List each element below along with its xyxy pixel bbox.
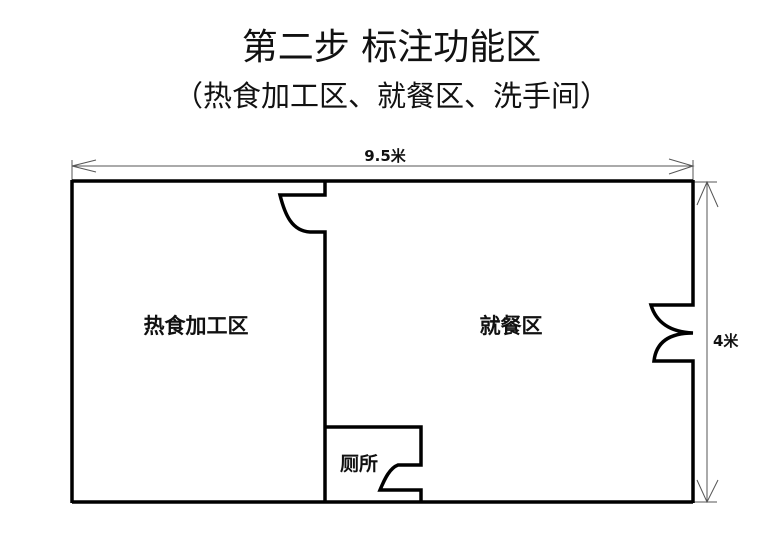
room-label-kitchen: 热食加工区: [144, 314, 249, 338]
width-dimension: [71, 158, 695, 180]
room-label-toilet: 厕所: [340, 453, 378, 475]
width-label: 9.5米: [364, 147, 407, 165]
height-dimension: [694, 180, 719, 504]
page-subtitle: （热食加工区、就餐区、洗手间）: [173, 79, 609, 113]
walls: [70, 179, 695, 504]
page-title: 第二步 标注功能区: [241, 27, 542, 68]
room-label-dining: 就餐区: [480, 314, 543, 338]
height-label: 4米: [713, 332, 739, 350]
